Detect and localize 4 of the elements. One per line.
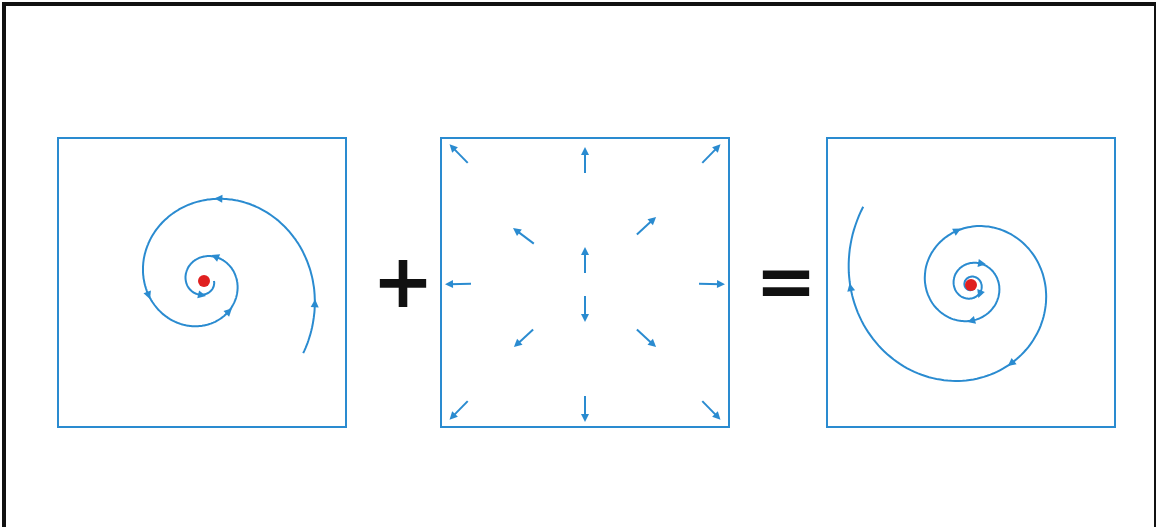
equals-sign: = xyxy=(755,244,817,318)
phase-portrait-panel xyxy=(826,137,1116,428)
phase-portrait-panel xyxy=(57,137,347,428)
plus-sign: + xyxy=(372,244,434,318)
